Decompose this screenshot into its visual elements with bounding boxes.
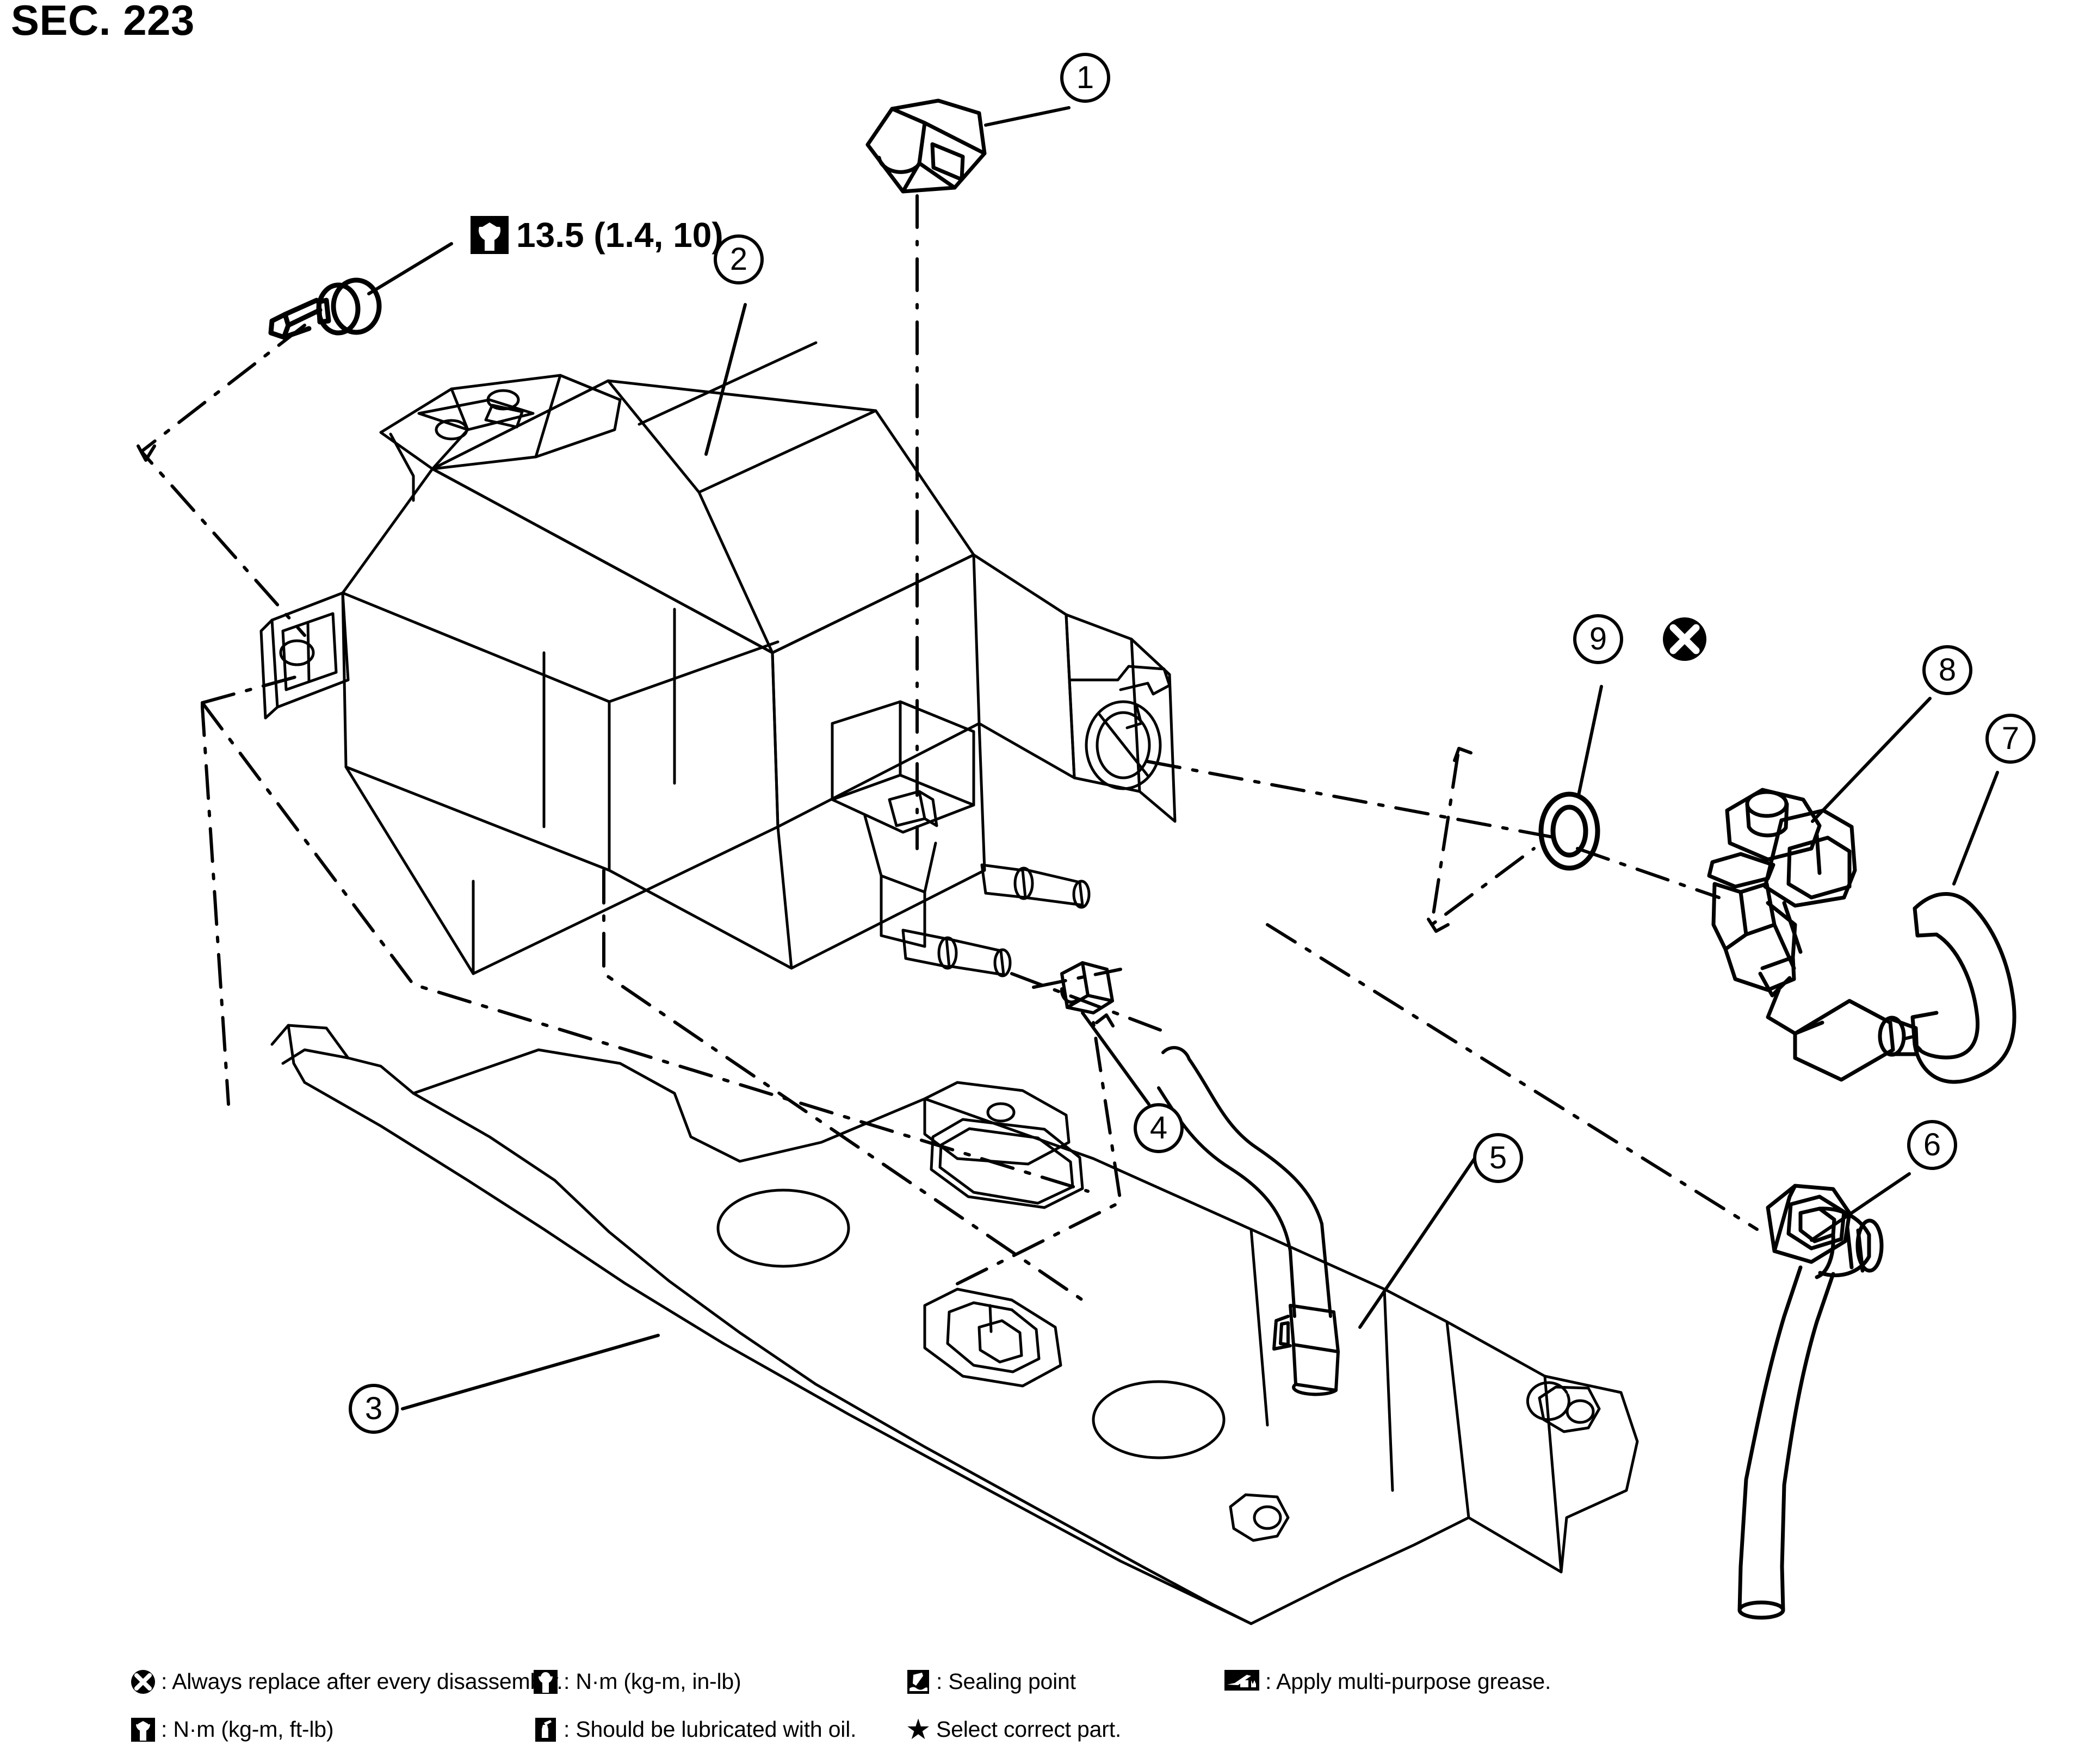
callout-label: 2 <box>729 242 748 277</box>
part-canister-bracket <box>270 1024 1639 1625</box>
legend-text: : Apply multi-purpose grease. <box>1265 1669 1551 1694</box>
wrench-nut-icon <box>471 216 509 254</box>
grease-gun-icon <box>1224 1669 1260 1694</box>
part-mounting-bolt <box>268 277 382 340</box>
star-icon: ★ <box>905 1713 931 1746</box>
part-vent-control-valve <box>1707 788 1919 1082</box>
callout-label: 9 <box>1589 621 1607 657</box>
legend-item-select-correct-part: ★ Select correct part. <box>905 1713 1122 1746</box>
always-replace-icon <box>131 1669 156 1694</box>
callout-6[interactable]: 6 <box>1907 1120 1957 1170</box>
legend-item-torque-ftlb: : N·m (kg-m, ft-lb) <box>131 1717 334 1742</box>
legend-item-lubricate-oil: : Should be lubricated with oil. <box>533 1717 857 1742</box>
legend-text: Select correct part. <box>936 1717 1122 1742</box>
callout-3[interactable]: 3 <box>349 1384 399 1434</box>
part-vent-hose-connector <box>1737 1184 1884 1620</box>
torque-value: 13.5 (1.4, 10) <box>516 215 723 255</box>
oil-can-icon <box>533 1717 558 1742</box>
part-evap-canister <box>259 341 1177 977</box>
callout-label: 1 <box>1076 60 1094 95</box>
legend-text: : N·m (kg-m, ft-lb) <box>161 1717 334 1742</box>
part-hose-clamp <box>1060 961 1114 1014</box>
torque-nm-kgm-inlb-icon <box>533 1669 558 1694</box>
sealant-icon <box>906 1669 931 1694</box>
legend-item-sealing-point: : Sealing point <box>906 1669 1076 1694</box>
callout-label: 5 <box>1489 1140 1507 1175</box>
callout-5[interactable]: 5 <box>1473 1133 1523 1183</box>
legend-item-always-replace: : Always replace after every disassembly… <box>131 1669 563 1694</box>
torque-spec: 13.5 (1.4, 10) <box>471 215 723 255</box>
legend-item-multi-purpose-grease: : Apply multi-purpose grease. <box>1224 1669 1551 1694</box>
legend-text: : N·m (kg-m, in-lb) <box>564 1669 741 1694</box>
part-drain-hose <box>1157 1046 1340 1396</box>
callout-label: 8 <box>1938 652 1957 688</box>
callout-2[interactable]: 2 <box>714 234 764 284</box>
part-evap-connector <box>865 98 987 194</box>
callout-label: 6 <box>1923 1127 1941 1162</box>
legend-item-torque-inlb: : N·m (kg-m, in-lb) <box>533 1669 741 1694</box>
callout-4[interactable]: 4 <box>1134 1103 1184 1153</box>
legend-text: : Always replace after every disassembly… <box>161 1669 563 1694</box>
legend-text: : Sealing point <box>936 1669 1076 1694</box>
callout-9[interactable]: 9 <box>1573 614 1623 664</box>
always-replace-icon <box>1662 616 1707 662</box>
page-title: SEC. 223 <box>11 0 195 44</box>
callout-label: 3 <box>364 1391 383 1426</box>
callout-8[interactable]: 8 <box>1922 645 1972 695</box>
legend-text: : Should be lubricated with oil. <box>564 1717 857 1742</box>
callout-1[interactable]: 1 <box>1060 53 1110 103</box>
callout-label: 4 <box>1149 1110 1168 1146</box>
callout-7[interactable]: 7 <box>1985 714 2035 764</box>
part-o-ring <box>1538 791 1600 871</box>
callout-label: 7 <box>2001 721 2020 756</box>
part-vent-hose <box>1910 892 2016 1084</box>
torque-nm-kgm-ftlb-icon <box>131 1717 156 1742</box>
